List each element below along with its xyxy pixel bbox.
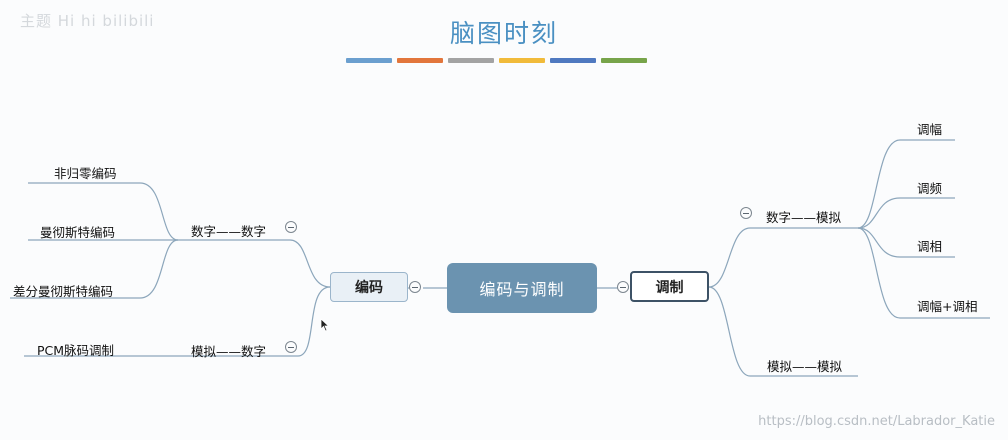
connector [178,286,331,357]
connector [708,286,858,377]
leaf-node[interactable]: 曼彻斯特编码 [40,225,116,240]
collapse-toggle-icon[interactable] [617,281,629,293]
collapse-toggle-icon[interactable] [409,281,421,293]
color-bar [448,58,494,63]
collapse-toggle-icon[interactable] [285,341,297,353]
branch-node-modulation[interactable]: 调制 [630,271,709,302]
connector [28,182,179,241]
group-node[interactable]: 数字——模拟 [766,210,842,225]
connector [857,227,955,258]
mouse-cursor-icon [320,318,330,332]
color-bar [550,58,596,63]
leaf-node[interactable]: 差分曼彻斯特编码 [13,284,114,299]
leaf-node[interactable]: 调幅+调相 [917,299,978,314]
connector [857,139,955,229]
connector [10,239,179,299]
group-node[interactable]: 模拟——模拟 [767,359,843,374]
leaf-node[interactable]: 非归零编码 [54,166,117,181]
connector [857,227,990,319]
leaf-node[interactable]: PCM脉码调制 [37,343,115,358]
connector [708,227,858,288]
group-node[interactable]: 模拟——数字 [191,344,267,359]
group-node[interactable]: 数字——数字 [191,224,267,239]
collapse-toggle-icon[interactable] [285,221,297,233]
branch-node-encoding[interactable]: 编码 [330,272,408,302]
leaf-node[interactable]: 调相 [917,239,943,254]
connector [857,197,955,229]
leaf-node[interactable]: 调幅 [917,122,943,137]
center-node[interactable]: 编码与调制 [447,263,597,313]
leaf-node[interactable]: 调频 [917,181,943,196]
watermark-top: 主题 Hi hi bilibili [20,12,155,30]
color-bar [397,58,443,63]
color-bar [601,58,647,63]
watermark-url: https://blog.csdn.net/Labrador_Katie [758,414,995,429]
connector [178,239,331,288]
color-bar [346,58,392,63]
diagram-title: 脑图时刻 [449,19,558,48]
collapse-toggle-icon[interactable] [740,207,752,219]
color-bar [499,58,545,63]
